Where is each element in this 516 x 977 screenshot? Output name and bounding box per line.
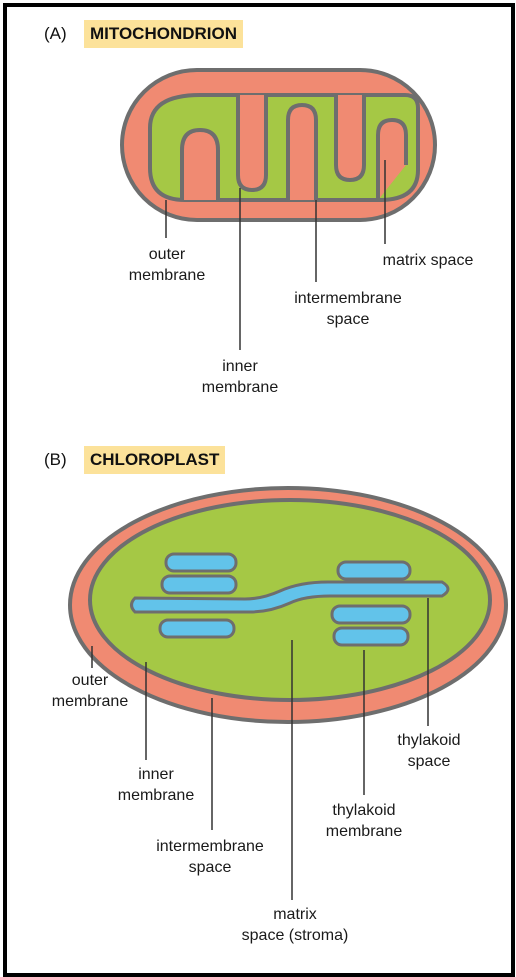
label-line: space (stroma) bbox=[230, 925, 360, 946]
mito-crista-4 bbox=[336, 95, 364, 180]
label-line: space bbox=[128, 857, 292, 878]
mito-label-inner-membrane: inner membrane bbox=[180, 356, 300, 398]
label-line: membrane bbox=[112, 265, 222, 286]
chloro-label-outer-membrane: outer membrane bbox=[28, 670, 152, 712]
mito-label-intermembrane-space: intermembrane space bbox=[268, 288, 428, 330]
mito-crista-3 bbox=[288, 105, 316, 200]
panel-b-title: CHLOROPLAST bbox=[84, 446, 225, 474]
label-line: space bbox=[268, 309, 428, 330]
label-line: outer bbox=[28, 670, 152, 691]
thylakoid-disc bbox=[162, 576, 236, 593]
label-line: membrane bbox=[304, 821, 424, 842]
thylakoid-disc bbox=[160, 620, 234, 637]
thylakoid-disc bbox=[334, 628, 408, 645]
label-line: matrix bbox=[230, 904, 360, 925]
label-line: membrane bbox=[28, 691, 152, 712]
panel-b-tag: (B) bbox=[44, 450, 67, 470]
panel-a-title: MITOCHONDRION bbox=[84, 20, 243, 48]
label-line: thylakoid bbox=[374, 730, 484, 751]
mito-crista-2 bbox=[238, 95, 266, 190]
chloro-label-matrix-space: matrix space (stroma) bbox=[230, 904, 360, 946]
thylakoid-disc bbox=[166, 554, 236, 571]
mito-label-outer-membrane: outer membrane bbox=[112, 244, 222, 286]
label-line: matrix space bbox=[356, 250, 500, 271]
label-line: membrane bbox=[96, 785, 216, 806]
mito-label-matrix-space: matrix space bbox=[356, 250, 500, 271]
thylakoid-disc bbox=[332, 606, 410, 623]
mito-crista-1 bbox=[182, 130, 218, 200]
panel-a-tag: (A) bbox=[44, 24, 67, 44]
label-line: outer bbox=[112, 244, 222, 265]
chloro-label-inner-membrane: inner membrane bbox=[96, 764, 216, 806]
chloro-label-thylakoid-membrane: thylakoid membrane bbox=[304, 800, 424, 842]
label-line: space bbox=[374, 751, 484, 772]
label-line: intermembrane bbox=[268, 288, 428, 309]
label-line: membrane bbox=[180, 377, 300, 398]
label-line: intermembrane bbox=[128, 836, 292, 857]
label-line: thylakoid bbox=[304, 800, 424, 821]
thylakoid-disc bbox=[338, 562, 410, 579]
chloro-label-thylakoid-space: thylakoid space bbox=[374, 730, 484, 772]
chloro-label-intermembrane-space: intermembrane space bbox=[128, 836, 292, 878]
label-line: inner bbox=[180, 356, 300, 377]
label-line: inner bbox=[96, 764, 216, 785]
